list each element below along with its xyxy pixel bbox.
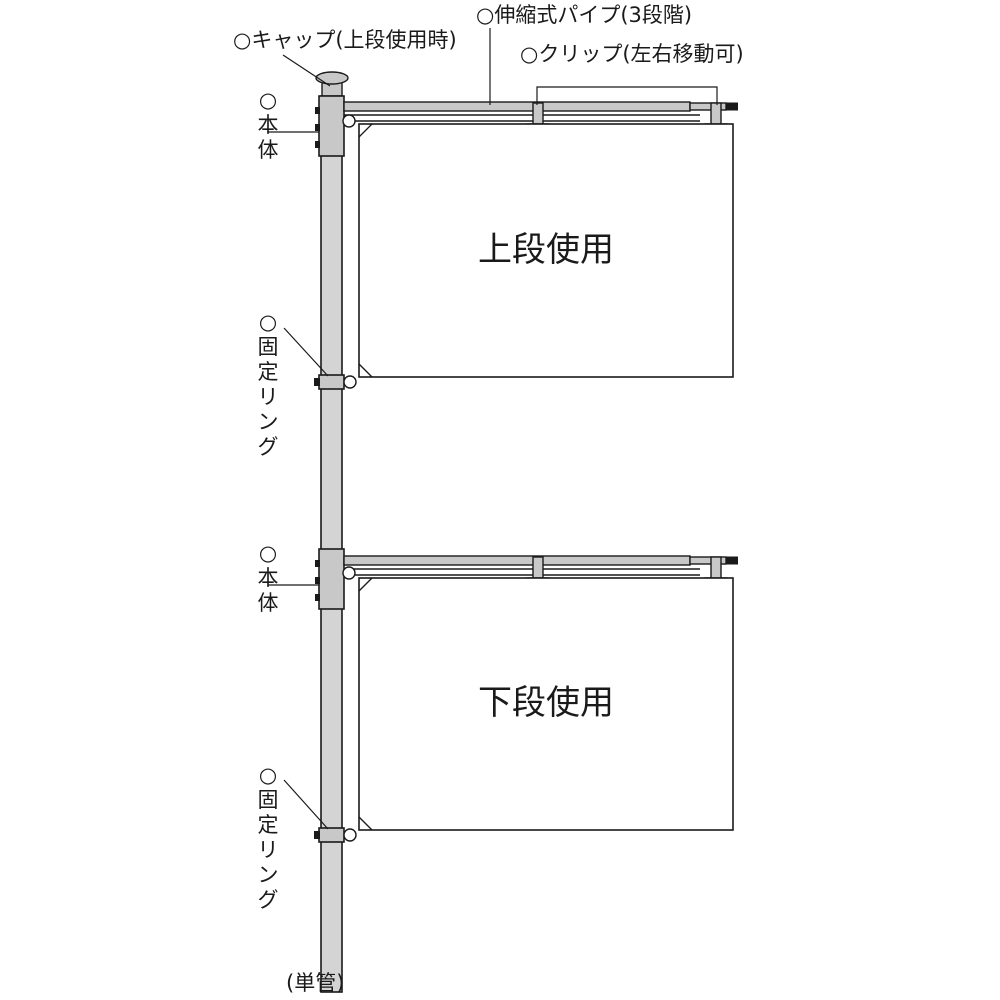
label-fixing-ring-lower: ○固定リング xyxy=(257,763,279,912)
upper-telescopic-pipe xyxy=(343,101,738,122)
leader-lines xyxy=(268,28,718,830)
upper-banner-text: 上段使用 xyxy=(478,230,614,270)
upper-fixing-ring xyxy=(314,374,357,390)
label-clip: ○クリップ(左右移動可) xyxy=(520,42,744,66)
label-fixing-ring-upper: ○固定リング xyxy=(257,310,279,459)
upper-body-clamp xyxy=(315,95,345,157)
lower-banner-top-grommet xyxy=(342,566,356,580)
lower-fixing-ring xyxy=(314,827,357,843)
cap xyxy=(315,71,349,97)
lower-telescopic-pipe xyxy=(343,555,738,576)
label-body-lower: ○本体 xyxy=(257,541,279,615)
label-cap: ○キャップ(上段使用時) xyxy=(233,28,457,52)
lower-banner-text: 下段使用 xyxy=(478,683,614,723)
label-single-pipe: (単管) xyxy=(286,971,345,995)
label-telescopic-pipe: ○伸縮式パイプ(3段階) xyxy=(476,3,693,27)
upper-banner xyxy=(358,123,734,378)
upper-banner-top-grommet xyxy=(342,114,356,128)
lower-body-clamp xyxy=(315,548,345,610)
lower-banner xyxy=(358,577,734,831)
main-pole xyxy=(320,95,343,993)
label-body-upper: ○本体 xyxy=(257,88,279,162)
